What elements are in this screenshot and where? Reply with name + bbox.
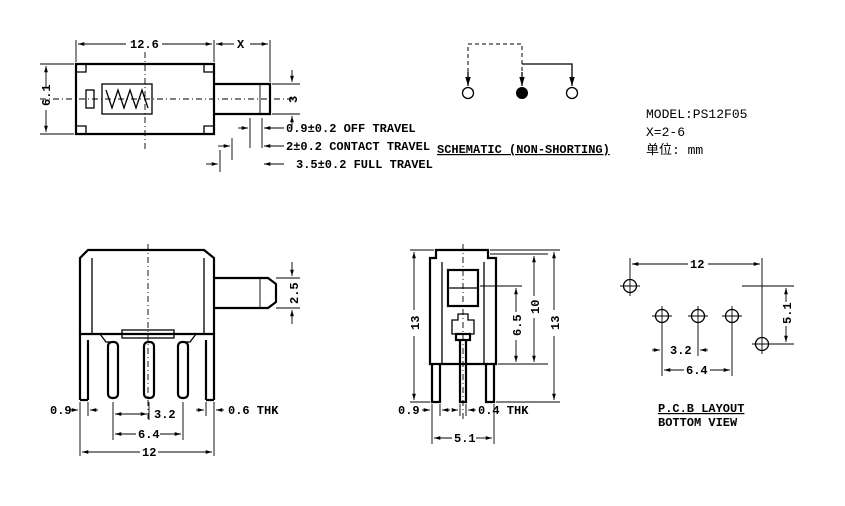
front-pin-1 bbox=[106, 340, 120, 400]
pcb-dim-3-2: 3.2 bbox=[670, 344, 692, 358]
front-pin-3 bbox=[176, 340, 190, 400]
dim-top-x: X bbox=[237, 38, 245, 52]
terminal-open-1-icon bbox=[461, 86, 475, 100]
terminal-common-icon bbox=[516, 87, 528, 99]
full-travel-label: 3.5±0.2 FULL TRAVEL bbox=[296, 158, 433, 172]
front-pin-left bbox=[78, 334, 90, 402]
terminal-open-2-icon bbox=[565, 86, 579, 100]
front-view: 2.5 0.9 3.2 0.6 THK 6.4 12 bbox=[50, 244, 302, 460]
pcb-dim-12: 12 bbox=[690, 258, 704, 272]
side-contact-base bbox=[454, 332, 472, 342]
model-info: MODEL:PS12F05 X=2-6 单位: mm bbox=[646, 107, 747, 158]
top-view: 12.6 X 6.1 3 0.9±0.2 OFF TRAVEL 2±0.2 CO… bbox=[40, 38, 433, 172]
top-body-outline bbox=[74, 62, 216, 136]
x-range: X=2-6 bbox=[646, 125, 685, 140]
model-number: MODEL:PS12F05 bbox=[646, 107, 747, 122]
pcb-hole-pin-2 bbox=[688, 306, 708, 326]
dim-side-6-5: 6.5 bbox=[511, 314, 525, 336]
dim-side-h-left: 13 bbox=[409, 316, 423, 330]
schematic-label: SCHEMATIC (NON-SHORTING) bbox=[437, 143, 610, 157]
pcb-hole-pin-3 bbox=[722, 306, 742, 326]
side-pin-left bbox=[430, 364, 442, 404]
dim-side-thk: 0.4 THK bbox=[478, 404, 529, 418]
dim-side-10: 10 bbox=[529, 300, 543, 314]
dim-side-h-right: 13 bbox=[549, 316, 563, 330]
dim-front-span: 6.4 bbox=[138, 428, 160, 442]
front-actuator bbox=[214, 276, 278, 310]
pcb-dim-5-1: 5.1 bbox=[781, 302, 795, 324]
pcb-hole-mount-right bbox=[752, 334, 772, 354]
dim-top-act: 3 bbox=[287, 96, 301, 103]
schematic: SCHEMATIC (NON-SHORTING) bbox=[437, 43, 610, 157]
off-travel-label: 0.9±0.2 OFF TRAVEL bbox=[286, 122, 416, 136]
top-body-notches bbox=[76, 64, 214, 134]
contact-travel-label: 2±0.2 CONTACT TRAVEL bbox=[286, 140, 430, 154]
pcb-hole-mount-left bbox=[620, 276, 640, 296]
dim-side-pin-w: 0.9 bbox=[398, 404, 420, 418]
dim-top-width: 12.6 bbox=[130, 38, 159, 52]
dim-side-5-1: 5.1 bbox=[454, 432, 476, 446]
dim-front-pin-w: 0.9 bbox=[50, 404, 72, 418]
pcb-dim-6-4: 6.4 bbox=[686, 364, 708, 378]
dim-front-thk: 0.6 THK bbox=[228, 404, 279, 418]
pcb-layout-title: P.C.B LAYOUT bbox=[658, 402, 744, 416]
front-pin-2 bbox=[142, 340, 156, 400]
dim-top-height: 6.1 bbox=[40, 84, 54, 106]
schematic-solid-contact bbox=[522, 63, 573, 72]
dim-front-total: 12 bbox=[142, 446, 156, 460]
pcb-layout: 12 3.2 6.4 5.1 P.C.B LAYOUT BOTTOM VIEW bbox=[620, 258, 795, 430]
side-contact bbox=[451, 313, 475, 335]
unit-label: 单位: mm bbox=[646, 143, 703, 158]
side-view: 13 6.5 10 13 0.9 0.4 THK 5.1 bbox=[398, 244, 563, 446]
side-pin-center bbox=[458, 340, 468, 404]
side-body-outline bbox=[428, 248, 498, 366]
schematic-dashed-contact bbox=[467, 43, 523, 72]
pcb-layout-subtitle: BOTTOM VIEW bbox=[658, 416, 738, 430]
dim-front-pitch: 3.2 bbox=[154, 408, 176, 422]
dim-front-act: 2.5 bbox=[288, 282, 302, 304]
pcb-hole-pin-1 bbox=[652, 306, 672, 326]
front-body-outline bbox=[78, 248, 216, 336]
front-pin-right bbox=[204, 334, 216, 402]
side-pin-right bbox=[484, 364, 496, 404]
